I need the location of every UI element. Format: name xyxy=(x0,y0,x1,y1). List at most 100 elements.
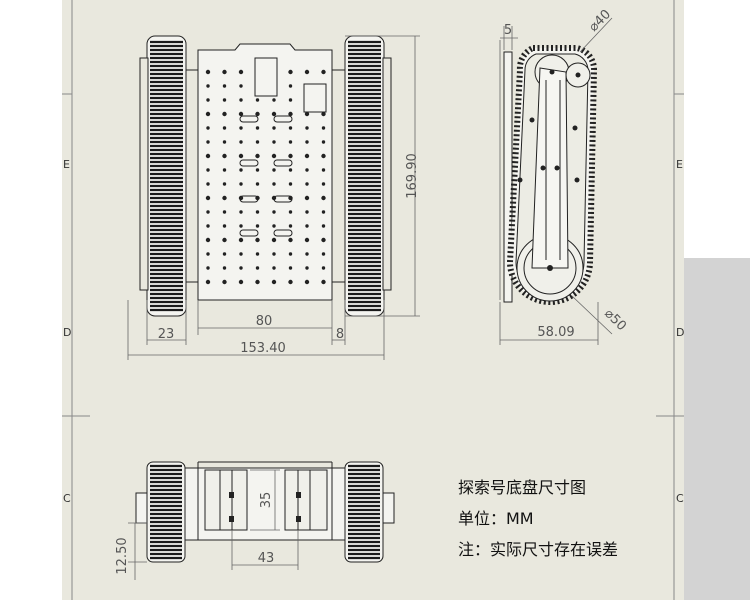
plate-hole xyxy=(255,98,260,102)
plate-hole xyxy=(222,237,227,243)
plate-hole xyxy=(205,153,211,159)
dim-height: 169.90 xyxy=(405,153,420,199)
plate-hole xyxy=(321,252,326,256)
plate-hole xyxy=(238,279,244,285)
plate-hole xyxy=(222,279,227,285)
plate-hole xyxy=(205,279,211,285)
plate-hole xyxy=(272,224,276,228)
plate-slot xyxy=(239,229,259,237)
bottom-right-track xyxy=(344,461,395,563)
right-track xyxy=(344,35,392,317)
disclaimer-note: 注：实际尺寸存在误差 xyxy=(458,540,619,559)
plate-hole xyxy=(271,237,277,243)
base-plate xyxy=(197,43,333,301)
plate-hole xyxy=(255,224,260,228)
zone-letter-right-d: D xyxy=(676,326,685,339)
top-view-dimensions xyxy=(127,35,420,360)
plate-hole xyxy=(305,126,309,130)
plate-hole xyxy=(288,224,293,228)
plate-hole xyxy=(321,153,326,159)
plate-hole xyxy=(222,153,227,159)
dim-ground-clearance: 12.50 xyxy=(115,537,130,574)
dim-gap: 8 xyxy=(336,327,344,342)
plate-hole xyxy=(321,111,326,117)
plate-hole xyxy=(272,140,276,144)
plate-hole xyxy=(206,182,210,186)
plate-hole xyxy=(239,210,243,214)
plate-hole xyxy=(288,168,293,172)
dim-bottom-wheel: ⌀50 xyxy=(601,306,629,334)
plate-hole xyxy=(206,84,210,88)
dim-track-width: 23 xyxy=(158,327,175,342)
unit-note: 单位：MM xyxy=(458,509,534,528)
plate-hole xyxy=(321,279,326,285)
plate-hole xyxy=(305,252,309,256)
plate-hole xyxy=(238,69,244,75)
plate-hole xyxy=(305,168,309,172)
plate-slot xyxy=(273,229,293,237)
plate-hole xyxy=(272,210,276,214)
plate-hole xyxy=(255,140,260,144)
plate-hole xyxy=(222,140,227,144)
plate-hole xyxy=(222,84,227,88)
plate-hole xyxy=(222,182,227,186)
plate-hole xyxy=(288,279,293,285)
plate-hole xyxy=(321,266,326,270)
plate-hole xyxy=(255,153,260,159)
plate-hole xyxy=(222,168,227,172)
zone-band xyxy=(684,258,750,600)
plate-hole xyxy=(304,111,310,117)
plate-hole xyxy=(304,279,310,285)
plate-hole xyxy=(206,252,210,256)
plate-hole xyxy=(321,182,326,186)
left-bracket xyxy=(204,469,248,531)
plate-hole xyxy=(304,195,310,201)
plate-hole xyxy=(205,237,211,243)
bottom-view xyxy=(135,461,395,563)
side-plate xyxy=(503,51,513,303)
plate-hole xyxy=(321,140,326,144)
side-view-dimensions xyxy=(499,17,613,345)
plate-hole xyxy=(239,252,243,256)
plate-hole xyxy=(305,210,309,214)
plate-hole xyxy=(238,111,244,117)
plate-hole xyxy=(255,237,260,243)
plate-hole xyxy=(239,98,243,102)
plate-hole xyxy=(222,210,227,214)
plate-hole xyxy=(305,224,309,228)
plate-hole xyxy=(272,168,276,172)
connector-cutout xyxy=(303,83,327,113)
plate-hole xyxy=(206,266,210,270)
plate-hole xyxy=(288,182,293,186)
plate-hole xyxy=(304,237,310,243)
bottom-view-dimensions xyxy=(128,469,299,580)
zone-letter-left-d: D xyxy=(63,326,72,339)
plate-hole xyxy=(205,69,211,75)
plate-hole xyxy=(206,126,210,130)
plate-hole xyxy=(288,111,293,117)
plate-hole xyxy=(222,69,227,75)
plate-hole xyxy=(288,69,293,75)
plate-hole xyxy=(255,111,260,117)
plate-hole xyxy=(206,210,210,214)
plate-hole xyxy=(272,98,276,102)
plate-hole xyxy=(205,111,211,117)
plate-hole xyxy=(272,252,276,256)
plate-hole xyxy=(239,224,243,228)
plate-hole xyxy=(222,252,227,256)
plate-hole xyxy=(239,84,243,88)
plate-hole xyxy=(255,182,260,186)
plate-hole xyxy=(239,140,243,144)
plate-hole xyxy=(206,224,210,228)
plate-hole xyxy=(321,224,326,228)
right-bracket xyxy=(284,469,328,531)
drawing-title: 探索号底盘尺寸图 xyxy=(458,478,587,497)
plate-hole xyxy=(255,126,260,130)
plate-hole xyxy=(238,237,244,243)
plate-hole xyxy=(288,237,293,243)
plate-hole xyxy=(305,140,309,144)
dim-overall-width: 153.40 xyxy=(240,341,286,356)
plate-hole xyxy=(206,98,210,102)
sheet-frame xyxy=(62,0,684,600)
